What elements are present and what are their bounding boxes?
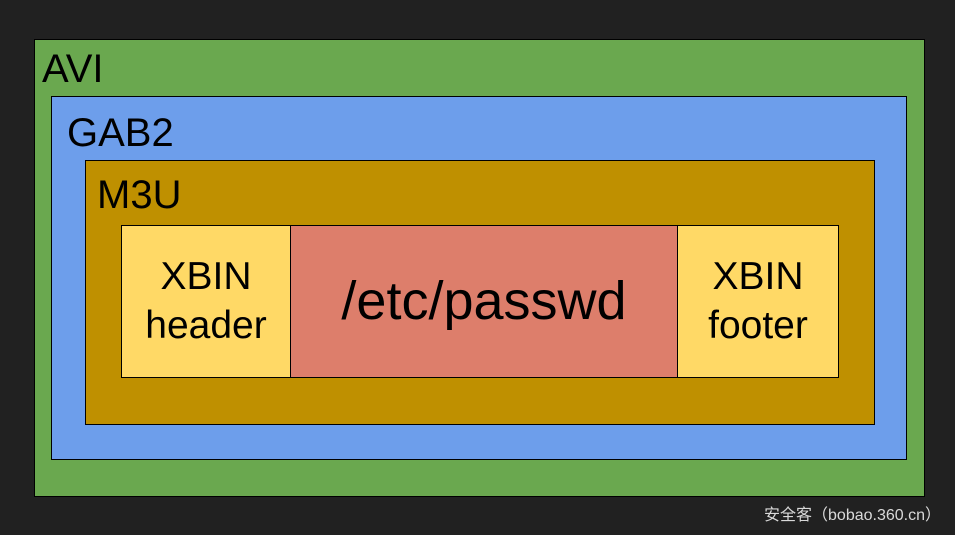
m3u-layer-label: M3U <box>97 173 182 217</box>
m3u-layer-box: M3U XBIN header /etc/passwd XBIN footer <box>85 160 875 425</box>
xbin-footer-label-line1: XBIN <box>712 255 804 299</box>
xbin-header-label-line1: XBIN <box>160 255 252 299</box>
xbin-footer-label-line2: footer <box>708 303 808 347</box>
payload-label: /etc/passwd <box>341 270 627 331</box>
xbin-header-label-line2: header <box>145 303 267 347</box>
gab2-layer-label: GAB2 <box>67 111 174 155</box>
payload-box: /etc/passwd <box>290 225 678 378</box>
xbin-footer-box: XBIN footer <box>677 225 839 378</box>
watermark-credit: 安全客（bobao.360.cn） <box>764 506 941 524</box>
avi-layer-box: AVI GAB2 M3U XBIN header /etc/passwd XBI… <box>34 39 925 497</box>
xbin-header-box: XBIN header <box>121 225 291 378</box>
gab2-layer-box: GAB2 M3U XBIN header /etc/passwd XBIN fo… <box>51 96 907 460</box>
avi-layer-label: AVI <box>42 47 104 91</box>
